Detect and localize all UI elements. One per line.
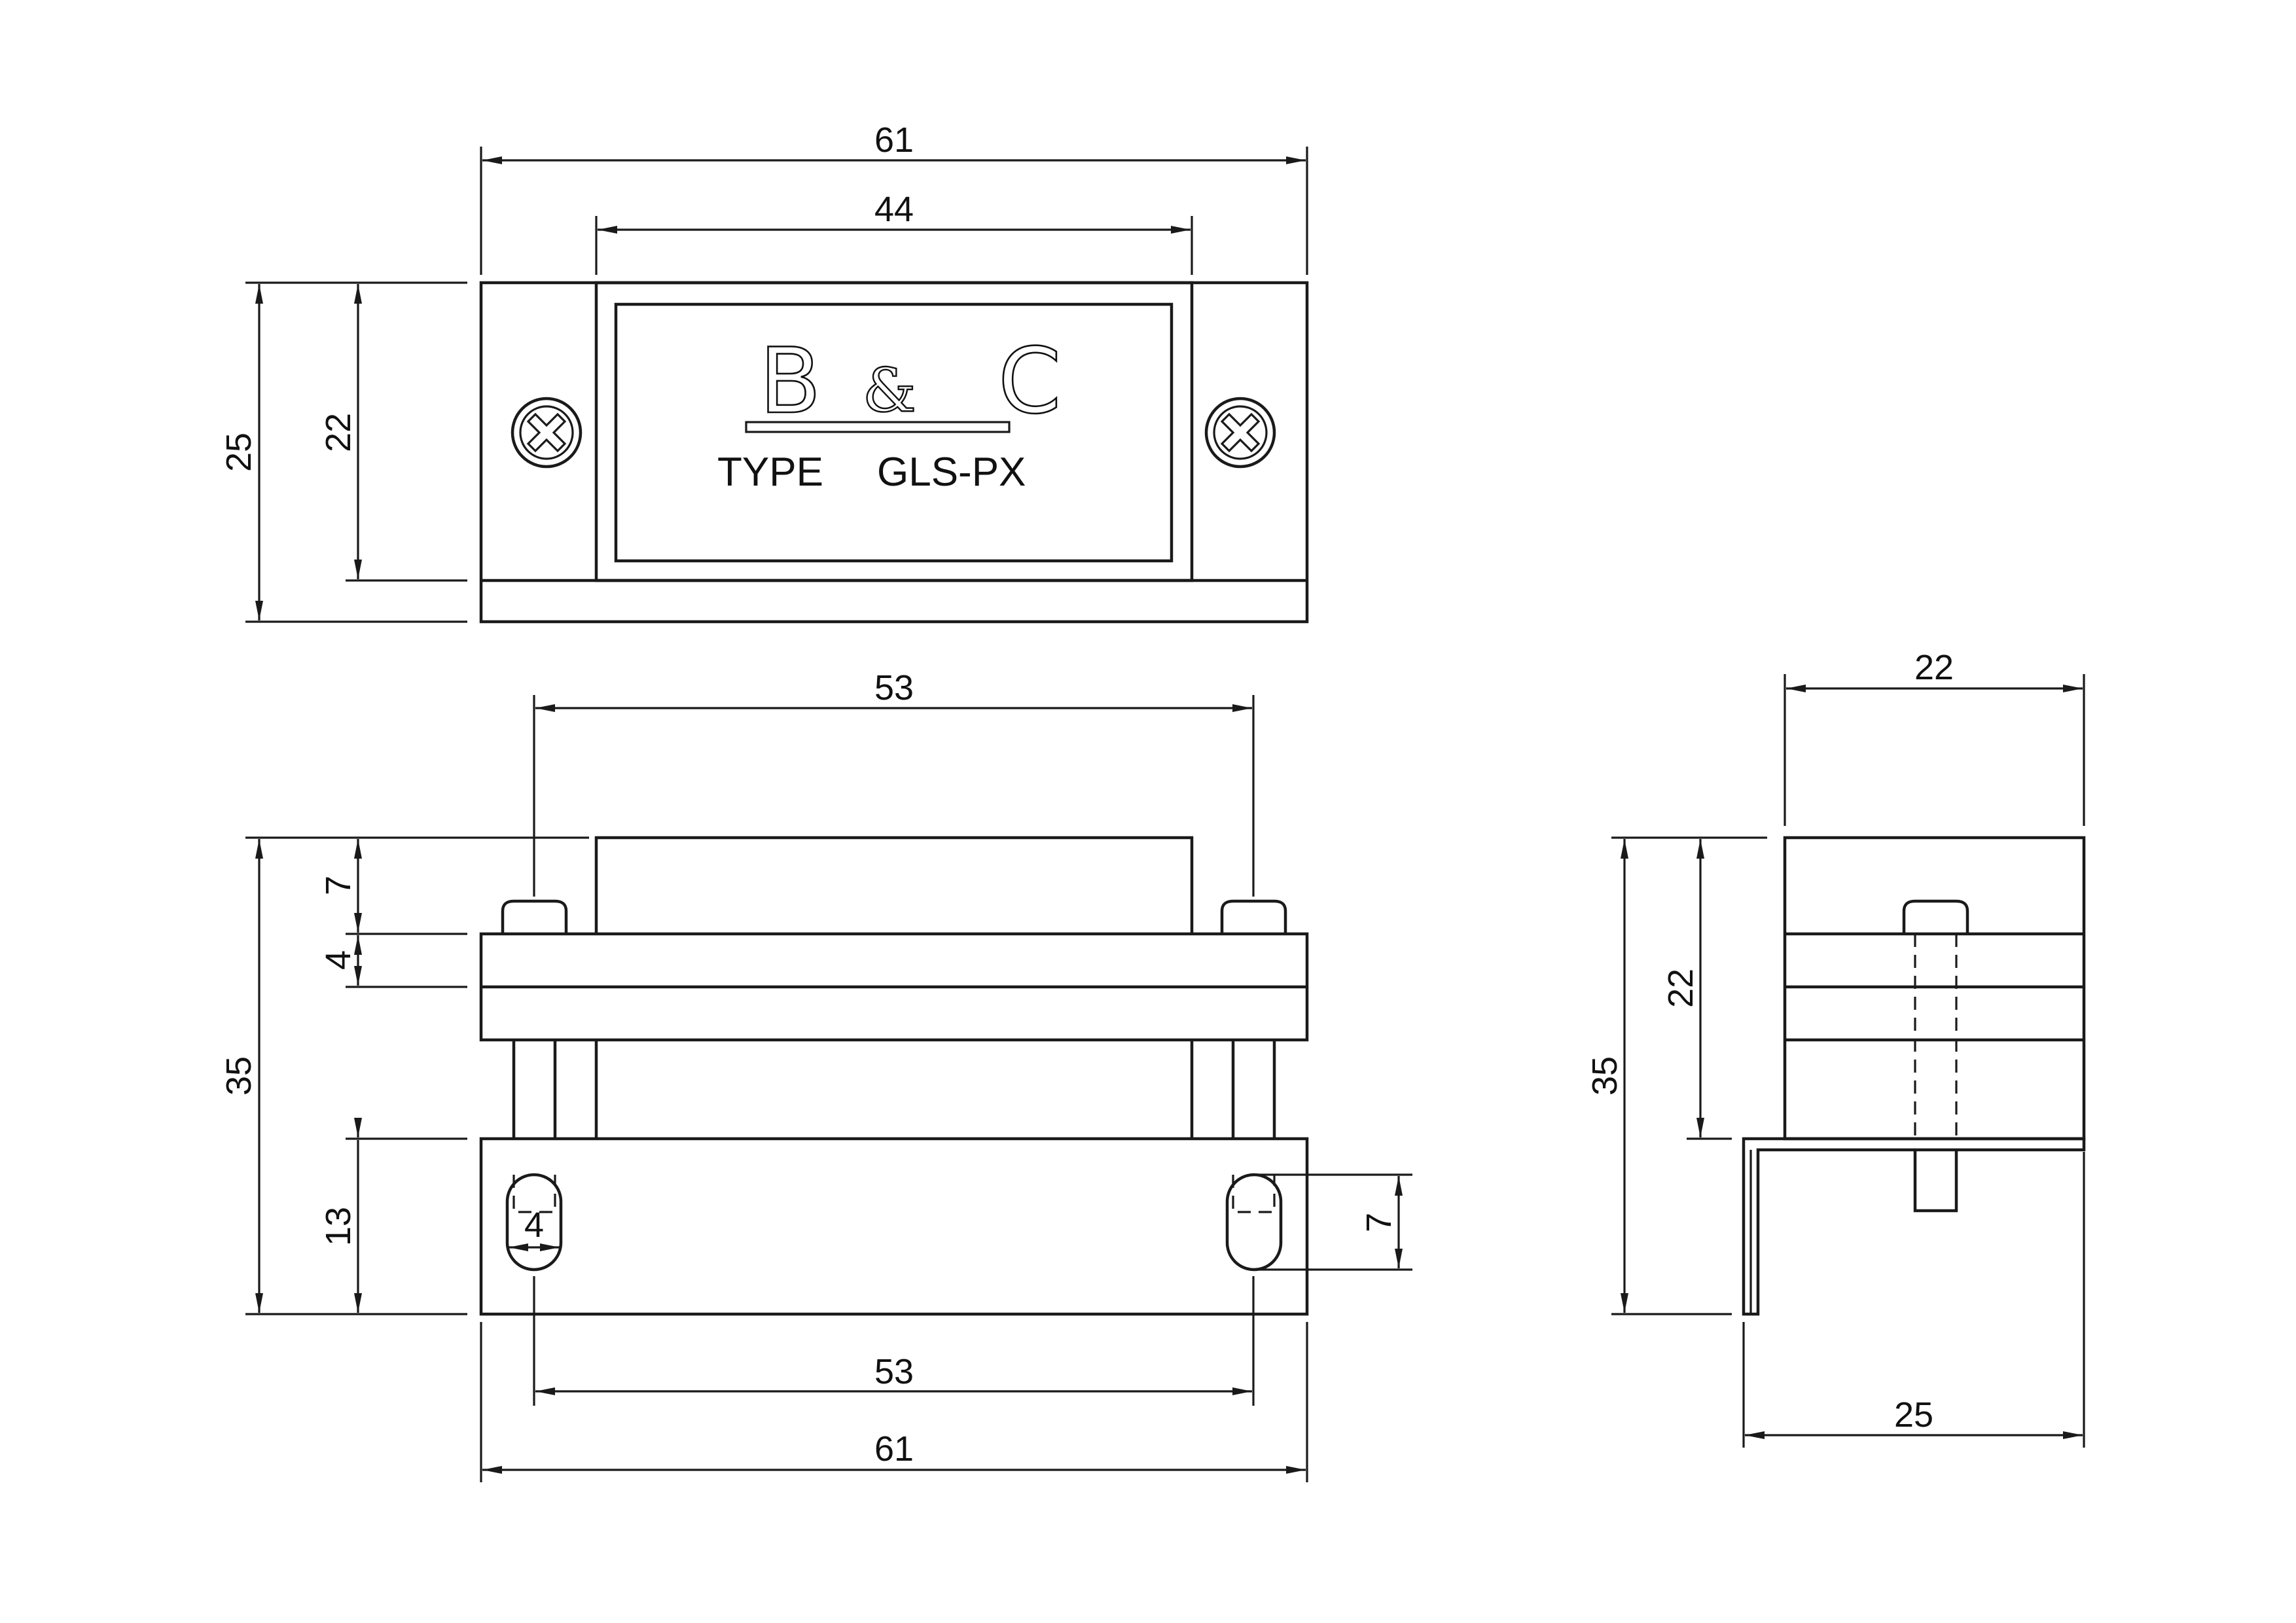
svg-text:4: 4 bbox=[524, 1205, 544, 1245]
svg-text:25: 25 bbox=[219, 433, 259, 472]
svg-text:44: 44 bbox=[874, 190, 914, 229]
model-label: GLS-PX bbox=[877, 450, 1026, 495]
end-view-bracket bbox=[1742, 1137, 2086, 1316]
dim-side-overall-width: 61 bbox=[480, 1322, 1308, 1482]
svg-text:35: 35 bbox=[1585, 1056, 1624, 1096]
left-screw-head-icon bbox=[501, 899, 568, 934]
svg-text:7: 7 bbox=[1359, 1213, 1399, 1232]
svg-text:53: 53 bbox=[874, 1352, 914, 1391]
svg-text:61: 61 bbox=[874, 120, 914, 160]
side-view-base bbox=[479, 1137, 1309, 1316]
front-view: B & C TYPE GLS-PX 61 44 25 bbox=[219, 120, 1309, 624]
dim-end-top-width: 22 bbox=[1784, 648, 2085, 826]
dim-side-upper-stack: 7 4 bbox=[319, 839, 467, 988]
dim-front-overall-width: 61 bbox=[480, 120, 1308, 275]
logo-underline bbox=[745, 421, 1011, 433]
side-view-top-block bbox=[594, 836, 1194, 934]
dim-end-bracket-width: 25 bbox=[1742, 1152, 2085, 1448]
svg-text:22: 22 bbox=[1661, 969, 1700, 1008]
dim-side-hole-spacing-bottom: 53 bbox=[533, 1276, 1255, 1406]
svg-text:53: 53 bbox=[874, 668, 914, 707]
right-slot bbox=[1225, 1173, 1283, 1272]
dim-side-slot-width: 4 bbox=[509, 1205, 560, 1251]
side-view: 53 35 7 4 13 4 bbox=[219, 668, 1412, 1482]
svg-text:22: 22 bbox=[1914, 648, 1954, 687]
dim-side-base-height: 13 bbox=[319, 1118, 467, 1313]
end-view-screw-head-icon bbox=[1902, 899, 1969, 934]
svg-text:13: 13 bbox=[319, 1207, 358, 1246]
left-screw-icon bbox=[511, 397, 583, 469]
dim-front-overall-height: 25 bbox=[219, 281, 467, 623]
dim-side-slot-length: 7 bbox=[1257, 1173, 1412, 1271]
svg-text:61: 61 bbox=[874, 1429, 914, 1469]
right-screw-head-icon bbox=[1220, 899, 1287, 934]
label-plate bbox=[614, 302, 1174, 563]
svg-text:22: 22 bbox=[319, 413, 358, 452]
logo-ampersand: & bbox=[863, 355, 916, 425]
dim-end-overall-height: 35 bbox=[1585, 836, 1767, 1315]
svg-text:7: 7 bbox=[319, 876, 358, 895]
svg-text:25: 25 bbox=[1894, 1395, 1933, 1435]
dim-side-overall-height: 35 bbox=[219, 836, 589, 1315]
dim-front-inner-height: 22 bbox=[319, 284, 467, 582]
end-view-screw-tip bbox=[1913, 1150, 1958, 1213]
right-screw-icon bbox=[1204, 397, 1276, 469]
logo-letter-b: B bbox=[759, 329, 821, 434]
type-label: TYPE bbox=[717, 450, 823, 495]
left-slot bbox=[505, 1173, 563, 1272]
front-view-recess bbox=[594, 281, 1194, 582]
logo-letter-c: C bbox=[998, 329, 1061, 434]
dim-side-hole-spacing-top: 53 bbox=[533, 668, 1255, 897]
svg-text:4: 4 bbox=[319, 950, 358, 970]
svg-text:35: 35 bbox=[219, 1056, 259, 1096]
dim-front-inner-width: 44 bbox=[595, 190, 1193, 275]
end-view: 22 35 22 25 bbox=[1585, 648, 2086, 1448]
dim-end-inner-height: 22 bbox=[1661, 839, 1732, 1140]
